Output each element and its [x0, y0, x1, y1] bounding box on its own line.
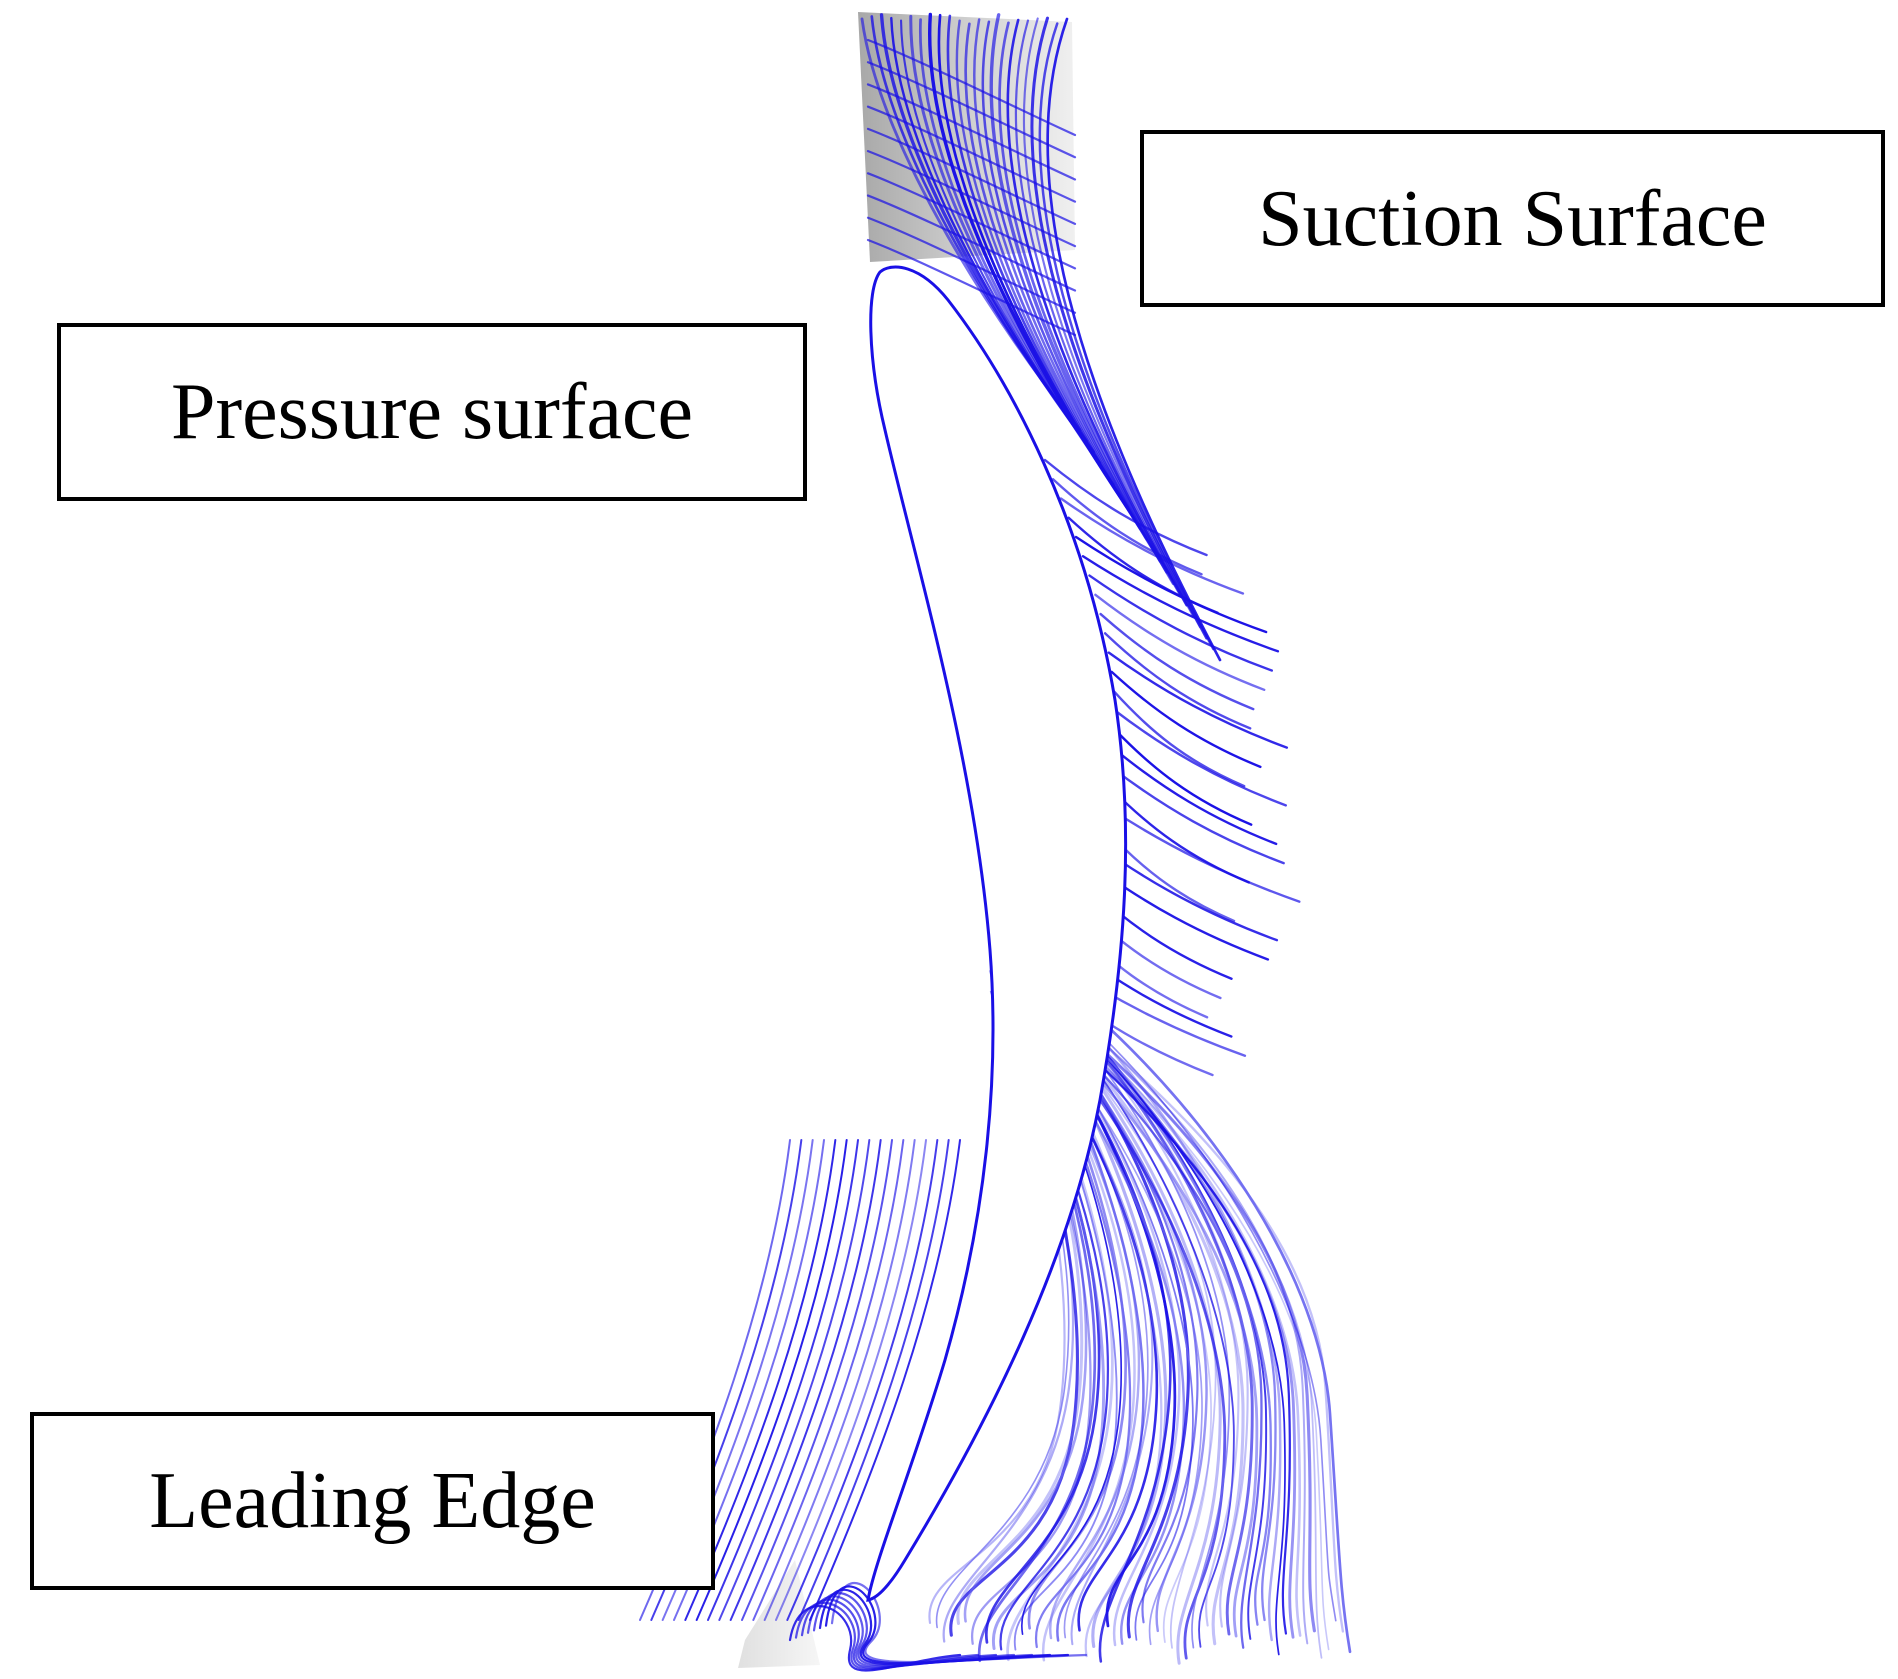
streamline — [866, 38, 1077, 137]
streamline — [1022, 996, 1291, 1635]
leading-edge-label: Leading Edge — [30, 1412, 715, 1590]
streamline — [1051, 478, 1203, 576]
streamline — [1022, 976, 1286, 1656]
streamline — [1027, 970, 1337, 1622]
streamline — [1015, 978, 1245, 1646]
streamline — [866, 238, 1077, 337]
streamline — [1014, 19, 1195, 618]
blade-profile — [866, 265, 1128, 1602]
streamline — [763, 1139, 916, 1621]
streamline — [1027, 989, 1330, 1651]
streamline — [1021, 959, 1282, 1642]
streamline — [1022, 17, 1202, 629]
streamline — [1112, 689, 1246, 788]
streamline — [1013, 992, 1227, 1660]
streamline — [866, 83, 1077, 181]
streamline — [786, 1139, 939, 1621]
streamline — [866, 216, 1077, 314]
streamline — [1015, 959, 1240, 1627]
streamline — [775, 1139, 927, 1621]
streamline — [866, 172, 1077, 270]
streamline — [1024, 974, 1309, 1645]
streamline — [1110, 670, 1262, 769]
streamline — [1113, 747, 1278, 846]
suction-surface-label: Suction Surface — [1140, 130, 1885, 307]
leading-edge-vortex — [788, 1581, 1088, 1672]
streamline — [752, 1139, 905, 1621]
streamline — [1028, 959, 1352, 1654]
streamline — [866, 127, 1077, 225]
streamline — [1017, 962, 1254, 1636]
streamline — [1074, 535, 1268, 634]
streamline — [1028, 983, 1345, 1633]
streamline — [741, 1139, 893, 1621]
streamline — [695, 1139, 848, 1621]
streamline — [1026, 984, 1323, 1659]
streamline — [1103, 632, 1252, 730]
streamline — [1081, 555, 1280, 653]
streamline — [809, 1139, 961, 1621]
streamline — [1107, 651, 1289, 749]
streamline — [866, 150, 1077, 248]
streamline — [1099, 612, 1255, 711]
streamline — [866, 61, 1077, 159]
streamline — [1113, 728, 1253, 826]
streamline — [1019, 963, 1268, 1640]
streamline — [1023, 993, 1297, 1639]
pressure-surface-label: Pressure surface — [57, 323, 807, 501]
streamline — [1025, 983, 1316, 1633]
streamline — [1111, 766, 1285, 865]
streamline — [1059, 497, 1245, 595]
streamline — [866, 105, 1077, 203]
streamline — [1046, 17, 1222, 662]
streamline — [866, 194, 1077, 292]
streamline — [1105, 805, 1301, 903]
streamline — [718, 1139, 871, 1621]
streamline — [707, 1139, 859, 1621]
streamline — [797, 1139, 950, 1621]
streamline — [1113, 709, 1287, 807]
streamline — [1043, 458, 1208, 557]
streamline — [729, 1139, 882, 1621]
streamline — [1023, 981, 1302, 1637]
streamline — [1088, 574, 1274, 672]
streamline — [1017, 994, 1259, 1638]
streamline — [830, 1581, 1088, 1664]
streamline — [1006, 18, 1188, 607]
streamline — [1094, 593, 1266, 692]
streamline — [1018, 990, 1263, 1649]
